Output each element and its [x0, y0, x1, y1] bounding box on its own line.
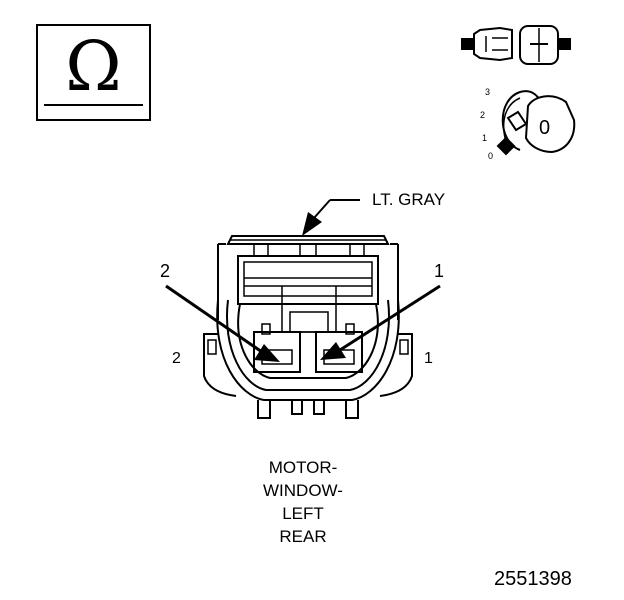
pin-label-top-right: 1	[434, 261, 445, 281]
ohm-symbol-box: Ω	[36, 24, 151, 121]
pin-label-side-left: 2	[172, 350, 181, 367]
connector-housing	[203, 235, 413, 419]
caption-line: LEFT	[282, 504, 324, 523]
connector-halves-icon	[461, 25, 571, 65]
pin-label-top-left: 2	[160, 261, 171, 281]
omega-underline	[44, 104, 143, 106]
caption-line: MOTOR-	[268, 458, 338, 477]
caption-line: WINDOW-	[263, 481, 343, 500]
pin-1-arrow	[320, 284, 441, 360]
key-position-label: 1	[482, 133, 488, 143]
figure-number: 2551398	[494, 568, 572, 590]
color-callout-leader	[302, 199, 360, 236]
omega-icon: Ω	[65, 28, 122, 107]
key-position-label: 0	[488, 151, 494, 161]
caption-line: REAR	[279, 527, 327, 546]
pin-label-side-right: 1	[424, 350, 433, 367]
pin-2-arrow	[165, 284, 280, 362]
connector-caption: MOTOR- WINDOW- LEFT REAR	[248, 456, 358, 548]
key-dial-icon	[496, 90, 576, 156]
key-position-label: 2	[480, 110, 486, 120]
key-value-label: 0	[539, 117, 551, 139]
color-callout-label: LT. GRAY	[372, 190, 446, 209]
key-position-label: 3	[485, 87, 491, 97]
